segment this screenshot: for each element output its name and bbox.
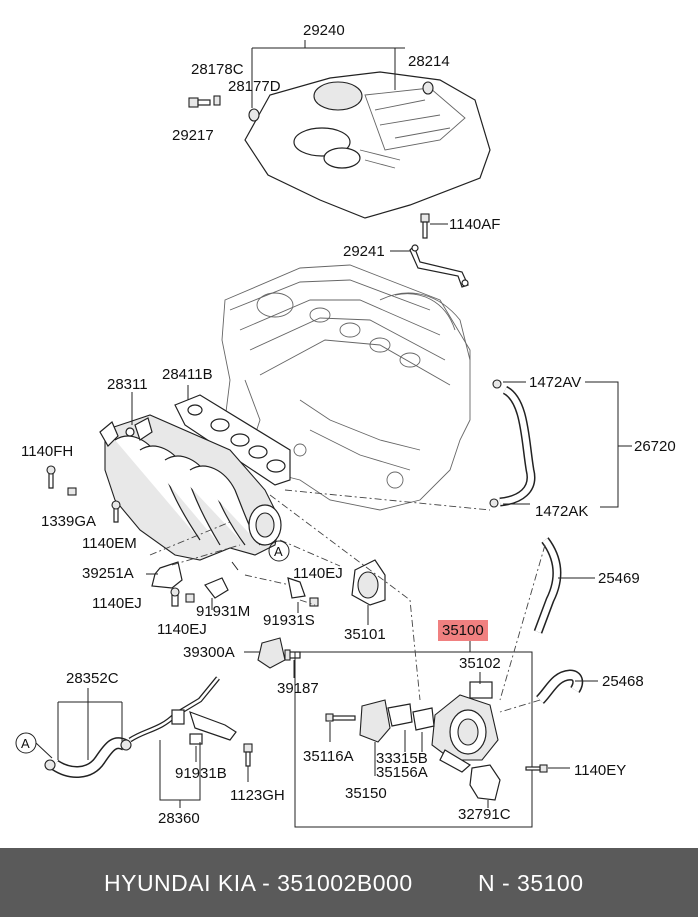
- label-26720: 26720: [634, 438, 676, 455]
- label-35100-highlighted: 35100: [438, 620, 488, 641]
- label-29217: 29217: [172, 127, 214, 144]
- label-28411B: 28411B: [162, 366, 213, 383]
- ref-circle-A-1: [268, 540, 290, 562]
- label-91931S: 91931S: [263, 612, 315, 629]
- label-1472AV: 1472AV: [529, 374, 582, 391]
- actuator-35150: [359, 699, 391, 743]
- footer-catalog-code: N - 35100: [478, 870, 584, 896]
- label-35102: 35102: [459, 655, 501, 672]
- sensor-39300A: [257, 637, 286, 669]
- label-28178C: 28178C: [191, 61, 244, 78]
- ref-label-A-2: A: [21, 736, 30, 751]
- label-1140AF: 1140AF: [449, 216, 501, 233]
- label-1140EJ-left: 1140EJ: [92, 595, 142, 612]
- footer-part-number: HYUNDAI KIA - 351002B000: [104, 870, 413, 896]
- label-91931M: 91931M: [196, 603, 251, 620]
- label-1140EJ-top: 1140EJ: [293, 565, 343, 582]
- label-35116A: 35116A: [303, 748, 354, 765]
- label-28214: 28214: [408, 53, 450, 70]
- label-33315B: 33315B: [376, 750, 428, 767]
- label-1472AK: 1472AK: [535, 503, 589, 520]
- label-1140FH: 1140FH: [21, 443, 74, 460]
- label-39251A: 39251A: [82, 565, 134, 582]
- footer-bar: HYUNDAI KIA - 351002B000 N - 35100: [0, 848, 698, 917]
- label-28352C: 28352C: [66, 670, 119, 687]
- label-1140EY: 1140EY: [574, 762, 627, 779]
- parts-diagram: [15, 40, 632, 828]
- label-1123GH: 1123GH: [230, 787, 285, 804]
- label-29240: 29240: [303, 22, 345, 39]
- label-28360: 28360: [158, 810, 200, 827]
- label-1140EM: 1140EM: [82, 535, 137, 552]
- intake-manifold: [99, 414, 282, 561]
- label-25469: 25469: [598, 570, 640, 587]
- gasket-28411B: [174, 394, 291, 486]
- label-28177D: 28177D: [228, 78, 281, 95]
- label-25468: 25468: [602, 673, 644, 690]
- hose-28352C: [44, 737, 132, 778]
- label-35156A: 35156A: [376, 764, 428, 781]
- bracket-29241: [409, 213, 469, 288]
- throttle-body: [431, 681, 499, 773]
- label-32791C: 32791C: [458, 806, 511, 823]
- engine-cover: [244, 71, 491, 219]
- bracket-39251A: [151, 561, 183, 589]
- pipe-28360: [128, 676, 237, 745]
- label-29241: 29241: [343, 243, 385, 260]
- hose-26720: [489, 379, 536, 508]
- label-35101: 35101: [344, 626, 386, 643]
- label-1140EJ-bottom: 1140EJ: [157, 621, 207, 638]
- throttle-body-box: [294, 651, 533, 828]
- label-39300A: 39300A: [183, 644, 235, 661]
- label-91931B: 91931B: [175, 765, 227, 782]
- label-39187: 39187: [277, 680, 319, 697]
- label-28311: 28311: [107, 376, 148, 393]
- bolt-29217: [188, 97, 199, 108]
- label-1339GA: 1339GA: [41, 513, 97, 530]
- bracket-32791C: [469, 764, 501, 801]
- ref-label-A-1: A: [274, 544, 283, 559]
- label-35150: 35150: [345, 785, 387, 802]
